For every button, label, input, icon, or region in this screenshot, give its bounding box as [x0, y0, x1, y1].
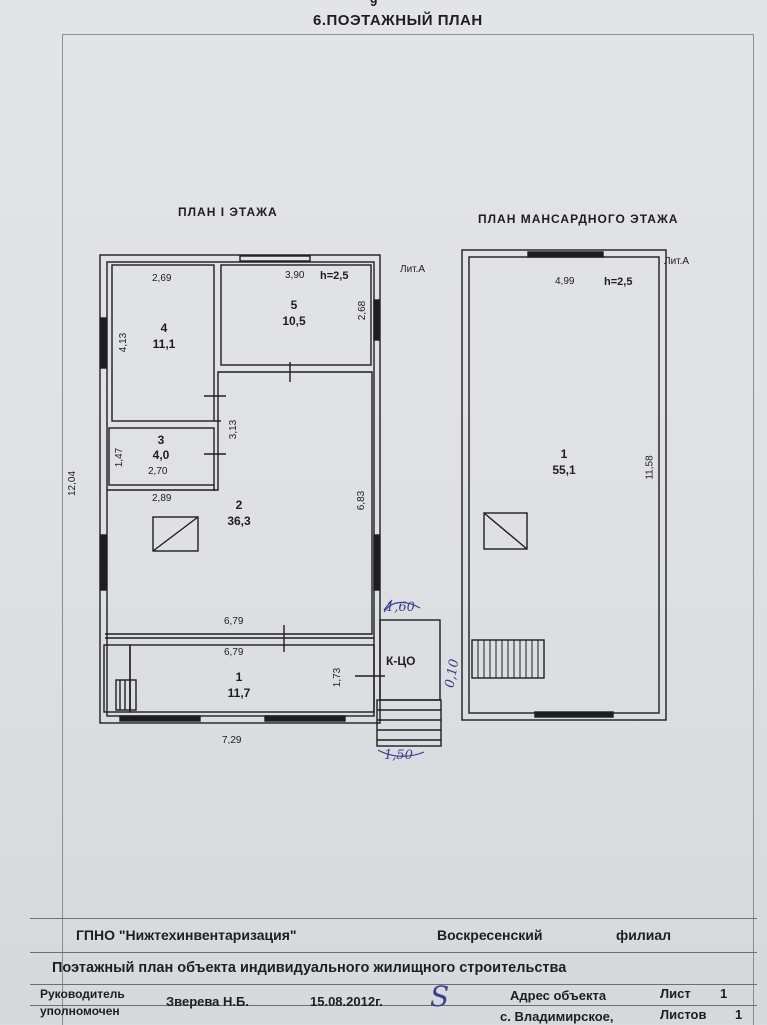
room-3-number: 3 — [157, 433, 165, 447]
page-title: 6.ПОЭТАЖНЫЙ ПЛАН — [313, 12, 483, 29]
attic-outer-wall-inner — [468, 256, 660, 714]
attic-room-number: 1 — [560, 447, 568, 461]
dim-r3-bottom: 2,70 — [148, 466, 168, 477]
person-name: Зверева Н.Б. — [166, 994, 249, 1009]
address-value: с. Владимирское, — [500, 1009, 614, 1024]
dim-r1-side: 1,73 — [332, 667, 344, 688]
authorized-label: уполномочен — [40, 1004, 120, 1018]
dim-r2-side: 6,83 — [356, 490, 368, 511]
ground-outer-wall-outer — [99, 254, 381, 724]
document-date: 15.08.2012г. — [310, 994, 383, 1009]
ground-lit-label: Лит.А — [400, 264, 426, 275]
page-number: 9 — [370, 0, 378, 9]
branch-label: филиал — [616, 927, 672, 943]
dim-r2-bottom: 6,79 — [224, 616, 244, 627]
signature: S — [430, 980, 450, 1013]
ground-floor-heading: ПЛАН I ЭТАЖА — [178, 205, 278, 219]
room-3-outline — [108, 427, 215, 486]
dim-r4-top: 2,69 — [152, 273, 172, 284]
attic-outer-wall-outer — [461, 249, 667, 721]
dim-r4-side: 4,13 — [118, 332, 130, 353]
attic-floor-heading: ПЛАН МАНСАРДНОГО ЭТАЖА — [478, 212, 679, 226]
sheets-label: Листов — [660, 1007, 707, 1022]
dim-attic-side: 11,58 — [644, 455, 656, 480]
sheet-frame — [62, 34, 754, 1025]
attic-room-area: 55,1 — [552, 463, 576, 477]
head-label: Руководитель — [40, 987, 125, 1001]
porch-width-handwritten: 1,50 — [384, 748, 413, 763]
dim-r5-side: 2,68 — [357, 300, 369, 321]
ground-height-label: h=2,5 — [320, 270, 349, 282]
room-4-number: 4 — [160, 321, 168, 335]
sheet-value: 1 — [720, 986, 728, 1001]
room-5-outline — [220, 264, 372, 366]
room-1-number: 1 — [235, 670, 243, 684]
room-4-area: 11,1 — [152, 337, 176, 351]
dim-r3-right: 3,13 — [228, 419, 240, 440]
dim-overall-width: 7,29 — [222, 735, 242, 746]
dim-r1-top: 6,79 — [224, 647, 244, 658]
room-5-area: 10,5 — [282, 314, 306, 328]
org-name: ГПНО "Нижтехинвентаризация" — [76, 927, 297, 943]
dim-r5-top: 3,90 — [285, 270, 305, 281]
room-4-outline — [111, 264, 215, 422]
attic-height-label: h=2,5 — [604, 276, 633, 288]
porch-label: К-ЦО — [386, 654, 416, 668]
branch-name: Воскресенский — [437, 927, 543, 943]
dim-overall-depth: 12,04 — [67, 470, 79, 497]
room-1-area: 11,7 — [227, 686, 251, 700]
sheet-label: Лист — [660, 986, 691, 1001]
address-label: Адрес объекта — [510, 988, 607, 1003]
room-2-area: 36,3 — [227, 514, 251, 528]
sheets-value: 1 — [735, 1007, 743, 1022]
room-3-area: 4,0 — [152, 448, 170, 462]
porch-top-handwritten: 1,60 — [386, 600, 415, 615]
room-5-number: 5 — [290, 298, 298, 312]
attic-lit-label: Лит.А — [664, 256, 690, 267]
dim-r3-side: 1,47 — [114, 447, 126, 468]
dim-attic-top: 4,99 — [555, 276, 575, 287]
room-2-number: 2 — [235, 498, 243, 512]
dim-r2-top: 2,89 — [152, 493, 172, 504]
room-2-outline — [105, 371, 373, 635]
ground-outer-wall-inner — [106, 261, 375, 717]
object-title: Поэтажный план объекта индивидуального ж… — [52, 960, 567, 976]
